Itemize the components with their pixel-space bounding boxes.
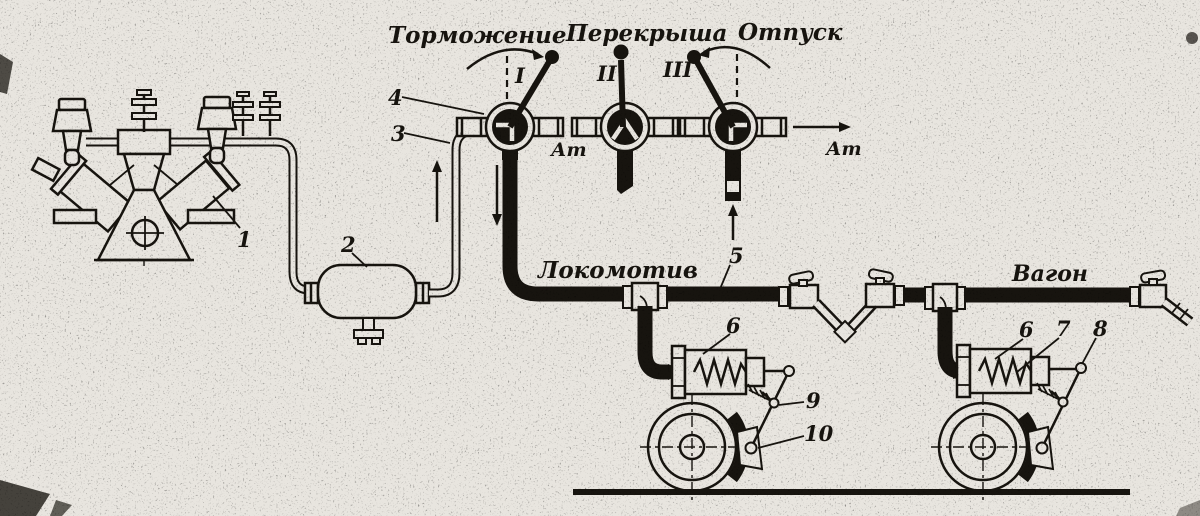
- scan-grain-overlay: [0, 0, 1200, 516]
- schematic-canvas: Торможение Перекрыша Отпуск I II III Ат …: [0, 0, 1200, 516]
- brake-schematic-figure: Торможение Перекрыша Отпуск I II III Ат …: [0, 0, 1200, 516]
